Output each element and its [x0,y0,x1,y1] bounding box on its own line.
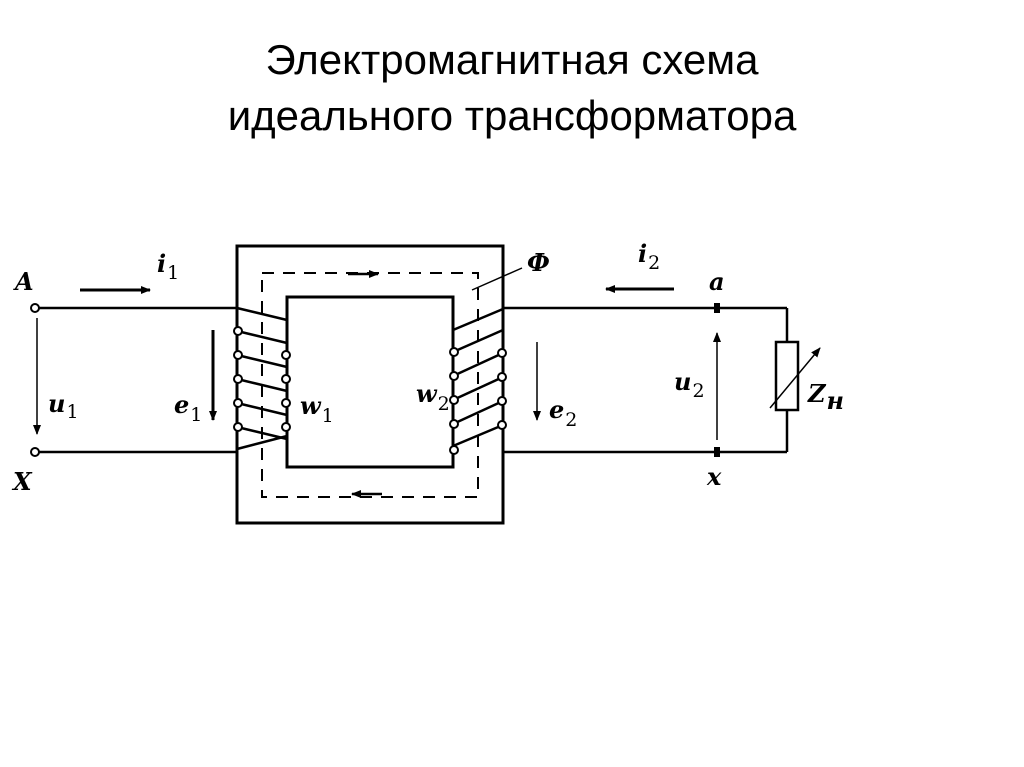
terminal-a [714,303,720,313]
label-X: X [11,467,33,496]
core-outer-edge [235,244,505,525]
title-line-2: идеального трансформатора [227,92,797,139]
winding-dot [281,350,291,360]
primary-winding-dots [233,326,291,432]
label-i2: i2 [638,239,660,274]
label-u2: u2 [674,367,705,402]
primary-coil-turn [236,377,288,393]
terminal-X [30,447,40,457]
winding-dot [497,420,507,430]
winding-dot [281,422,291,432]
winding-dot [497,372,507,382]
label-e2: e2 [549,395,577,431]
label-A: A [13,267,34,296]
terminal-A [30,303,40,313]
winding-dot [233,326,243,336]
label-a: a [709,267,725,296]
secondary-coil-turn [452,351,504,378]
secondary-coil-turn [452,375,504,402]
winding-dot [449,347,459,357]
winding-dot [449,395,459,405]
winding-dot [449,371,459,381]
primary-coil-turn [236,306,288,322]
winding-dot [449,419,459,429]
primary-coil-turn [236,353,288,369]
load-impedance [774,340,800,412]
primary-circuit [30,286,237,457]
diagram-labels: A X i1 u1 e1 w1 w2 e2 Ф i2 a x u2 Zн [11,239,844,496]
label-w1: w1 [300,391,334,427]
label-e1: e1 [174,390,202,426]
flux-leader-line [471,267,523,291]
winding-dot [233,350,243,360]
secondary-circuit [503,285,821,457]
winding-dot [233,398,243,408]
slide-title: Электромагнитная схема идеального трансф… [0,32,1024,144]
winding-dot [497,396,507,406]
transformer-core [235,244,505,525]
label-x: x [706,462,722,491]
winding-dot [233,422,243,432]
flux-dashed-loop [261,272,479,498]
title-line-1: Электромагнитная схема [265,36,759,83]
terminal-x [714,447,720,457]
primary-coil-turn [236,434,288,451]
secondary-coil-turn [452,423,504,448]
label-u1: u1 [48,389,79,423]
secondary-winding-dots [449,347,507,455]
primary-coil-turn [236,401,288,417]
winding-dot [281,374,291,384]
winding-dot [497,348,507,358]
secondary-coil-turn [452,307,504,332]
winding-dot [281,398,291,408]
label-Zn: Zн [807,379,844,415]
label-w2: w2 [416,379,450,415]
primary-coil-turn [236,329,288,345]
primary-winding [236,306,288,451]
winding-dot [233,374,243,384]
winding-dot [449,445,459,455]
secondary-coil-turn [452,399,504,426]
secondary-winding [451,307,504,458]
label-flux: Ф [527,248,550,277]
load-variable-arrow [769,347,821,409]
secondary-coil-turn [452,328,504,354]
flux-path [261,267,523,498]
label-i1: i1 [157,249,179,284]
